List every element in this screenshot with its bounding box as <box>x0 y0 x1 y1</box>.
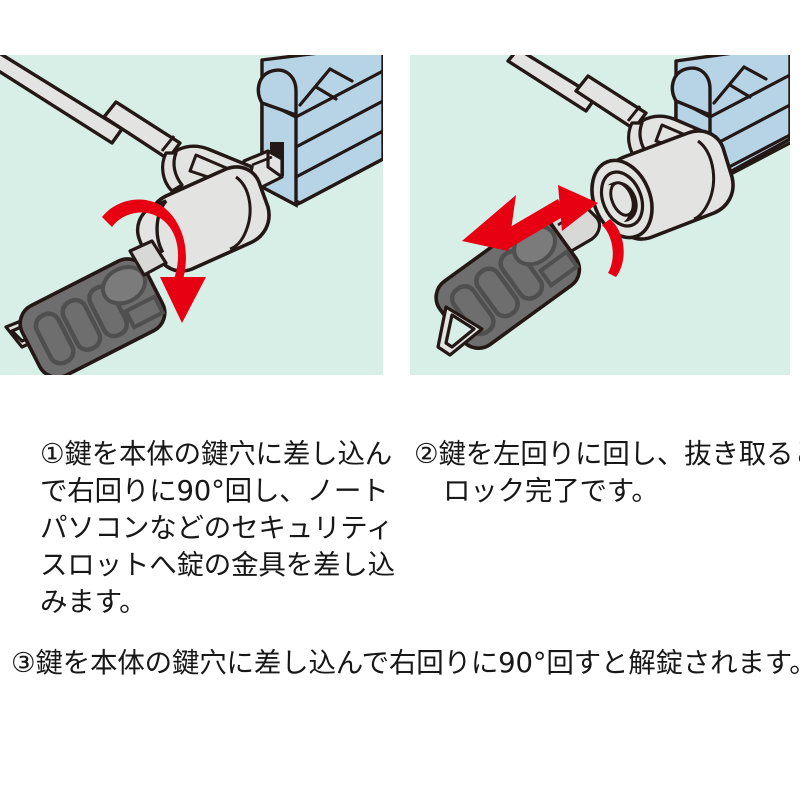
pull-out-arrow <box>462 195 566 251</box>
step-2-illustration <box>410 55 790 375</box>
caption-step-3: ③鍵を本体の鍵穴に差し込んで右回りに90°回すと解錠されます。 <box>11 647 800 679</box>
lock-hook-tab <box>161 151 184 193</box>
laptop-hinge-knuckle <box>256 68 298 118</box>
key-ring-loop <box>436 305 484 357</box>
cable-ferrule <box>574 74 648 131</box>
key-grip-edge-line <box>123 293 166 330</box>
cable-ferrule <box>102 100 182 161</box>
key-blade <box>128 239 168 277</box>
laptop-lid-stub <box>298 67 354 107</box>
rotate-counterclockwise-arrow <box>558 185 624 277</box>
laptop-hinge-knuckle <box>670 66 712 118</box>
caption-step-2: ②鍵を左回りに回し、抜き取るとロック完了です。 <box>414 438 800 507</box>
key-removed <box>434 199 602 357</box>
key-grip-edge-line <box>537 249 580 289</box>
caption-step-1: ①鍵を本体の鍵穴に差し込んで右回りに90°回し、ノートパソコンなどのセキュリティ… <box>40 438 395 618</box>
lock-keyway-slot <box>607 181 638 223</box>
key-grip-ribs <box>33 284 130 366</box>
lock-body-seam <box>693 139 716 221</box>
step-1-illustration <box>0 55 383 375</box>
laptop-lid-stub <box>712 65 768 105</box>
key-inserted <box>4 239 168 375</box>
lock-body-seam <box>229 175 252 251</box>
rotate-clockwise-arrow <box>102 199 206 323</box>
laptop-body-lines <box>294 69 383 207</box>
